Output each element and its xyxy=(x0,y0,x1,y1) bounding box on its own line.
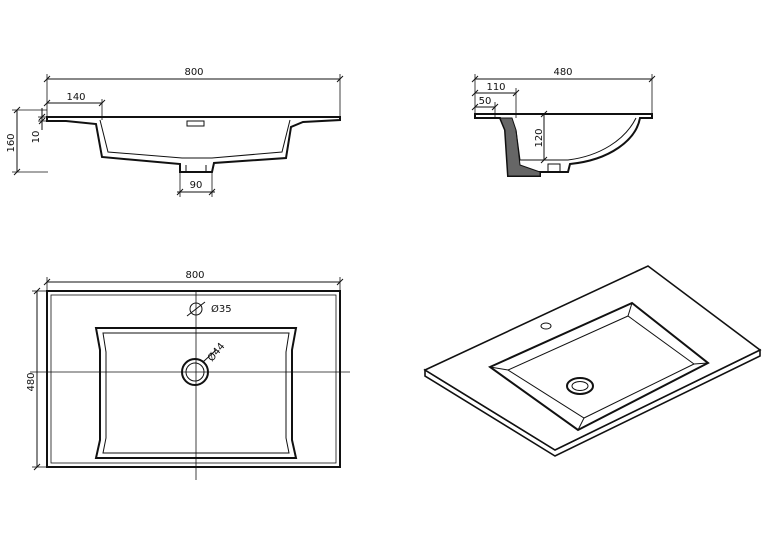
top-view-outline xyxy=(46,290,341,468)
isometric-drain xyxy=(566,377,594,395)
front-view: 800 140 160 10 90 xyxy=(6,67,344,197)
top-view-bowl xyxy=(94,327,298,459)
drain-label: Ø44 xyxy=(205,340,227,364)
top-width-label: 800 xyxy=(185,270,204,281)
top-view: Ø35 Ø44 800 480 xyxy=(26,270,350,480)
front-width-label: 800 xyxy=(184,67,203,78)
overflow-slot xyxy=(186,120,205,127)
drain-width-label: 90 xyxy=(190,180,203,191)
offset-b-label: 50 xyxy=(479,96,492,107)
side-view-wall-section xyxy=(499,117,541,177)
isometric-tap-hole xyxy=(540,322,552,330)
tap-hole-label: Ø35 xyxy=(211,303,232,315)
tap-hole xyxy=(189,302,203,316)
bowl-depth-label: 120 xyxy=(534,128,545,147)
isometric-view xyxy=(423,265,762,457)
rim-offset-label: 140 xyxy=(66,92,85,103)
front-view-outline xyxy=(46,116,341,173)
drain-hole-outer xyxy=(181,358,209,386)
side-view: 480 110 50 120 xyxy=(471,67,656,177)
rim-thickness-label: 10 xyxy=(31,131,42,144)
front-view-bowl-line xyxy=(99,119,291,159)
height-label: 160 xyxy=(6,133,17,152)
offset-a-label: 110 xyxy=(486,82,505,93)
side-depth-label: 480 xyxy=(553,67,572,78)
drain-hole-inner xyxy=(185,362,205,382)
side-view-outline xyxy=(474,113,653,177)
isometric-top-surface xyxy=(423,265,762,451)
top-depth-label: 480 xyxy=(26,372,37,391)
